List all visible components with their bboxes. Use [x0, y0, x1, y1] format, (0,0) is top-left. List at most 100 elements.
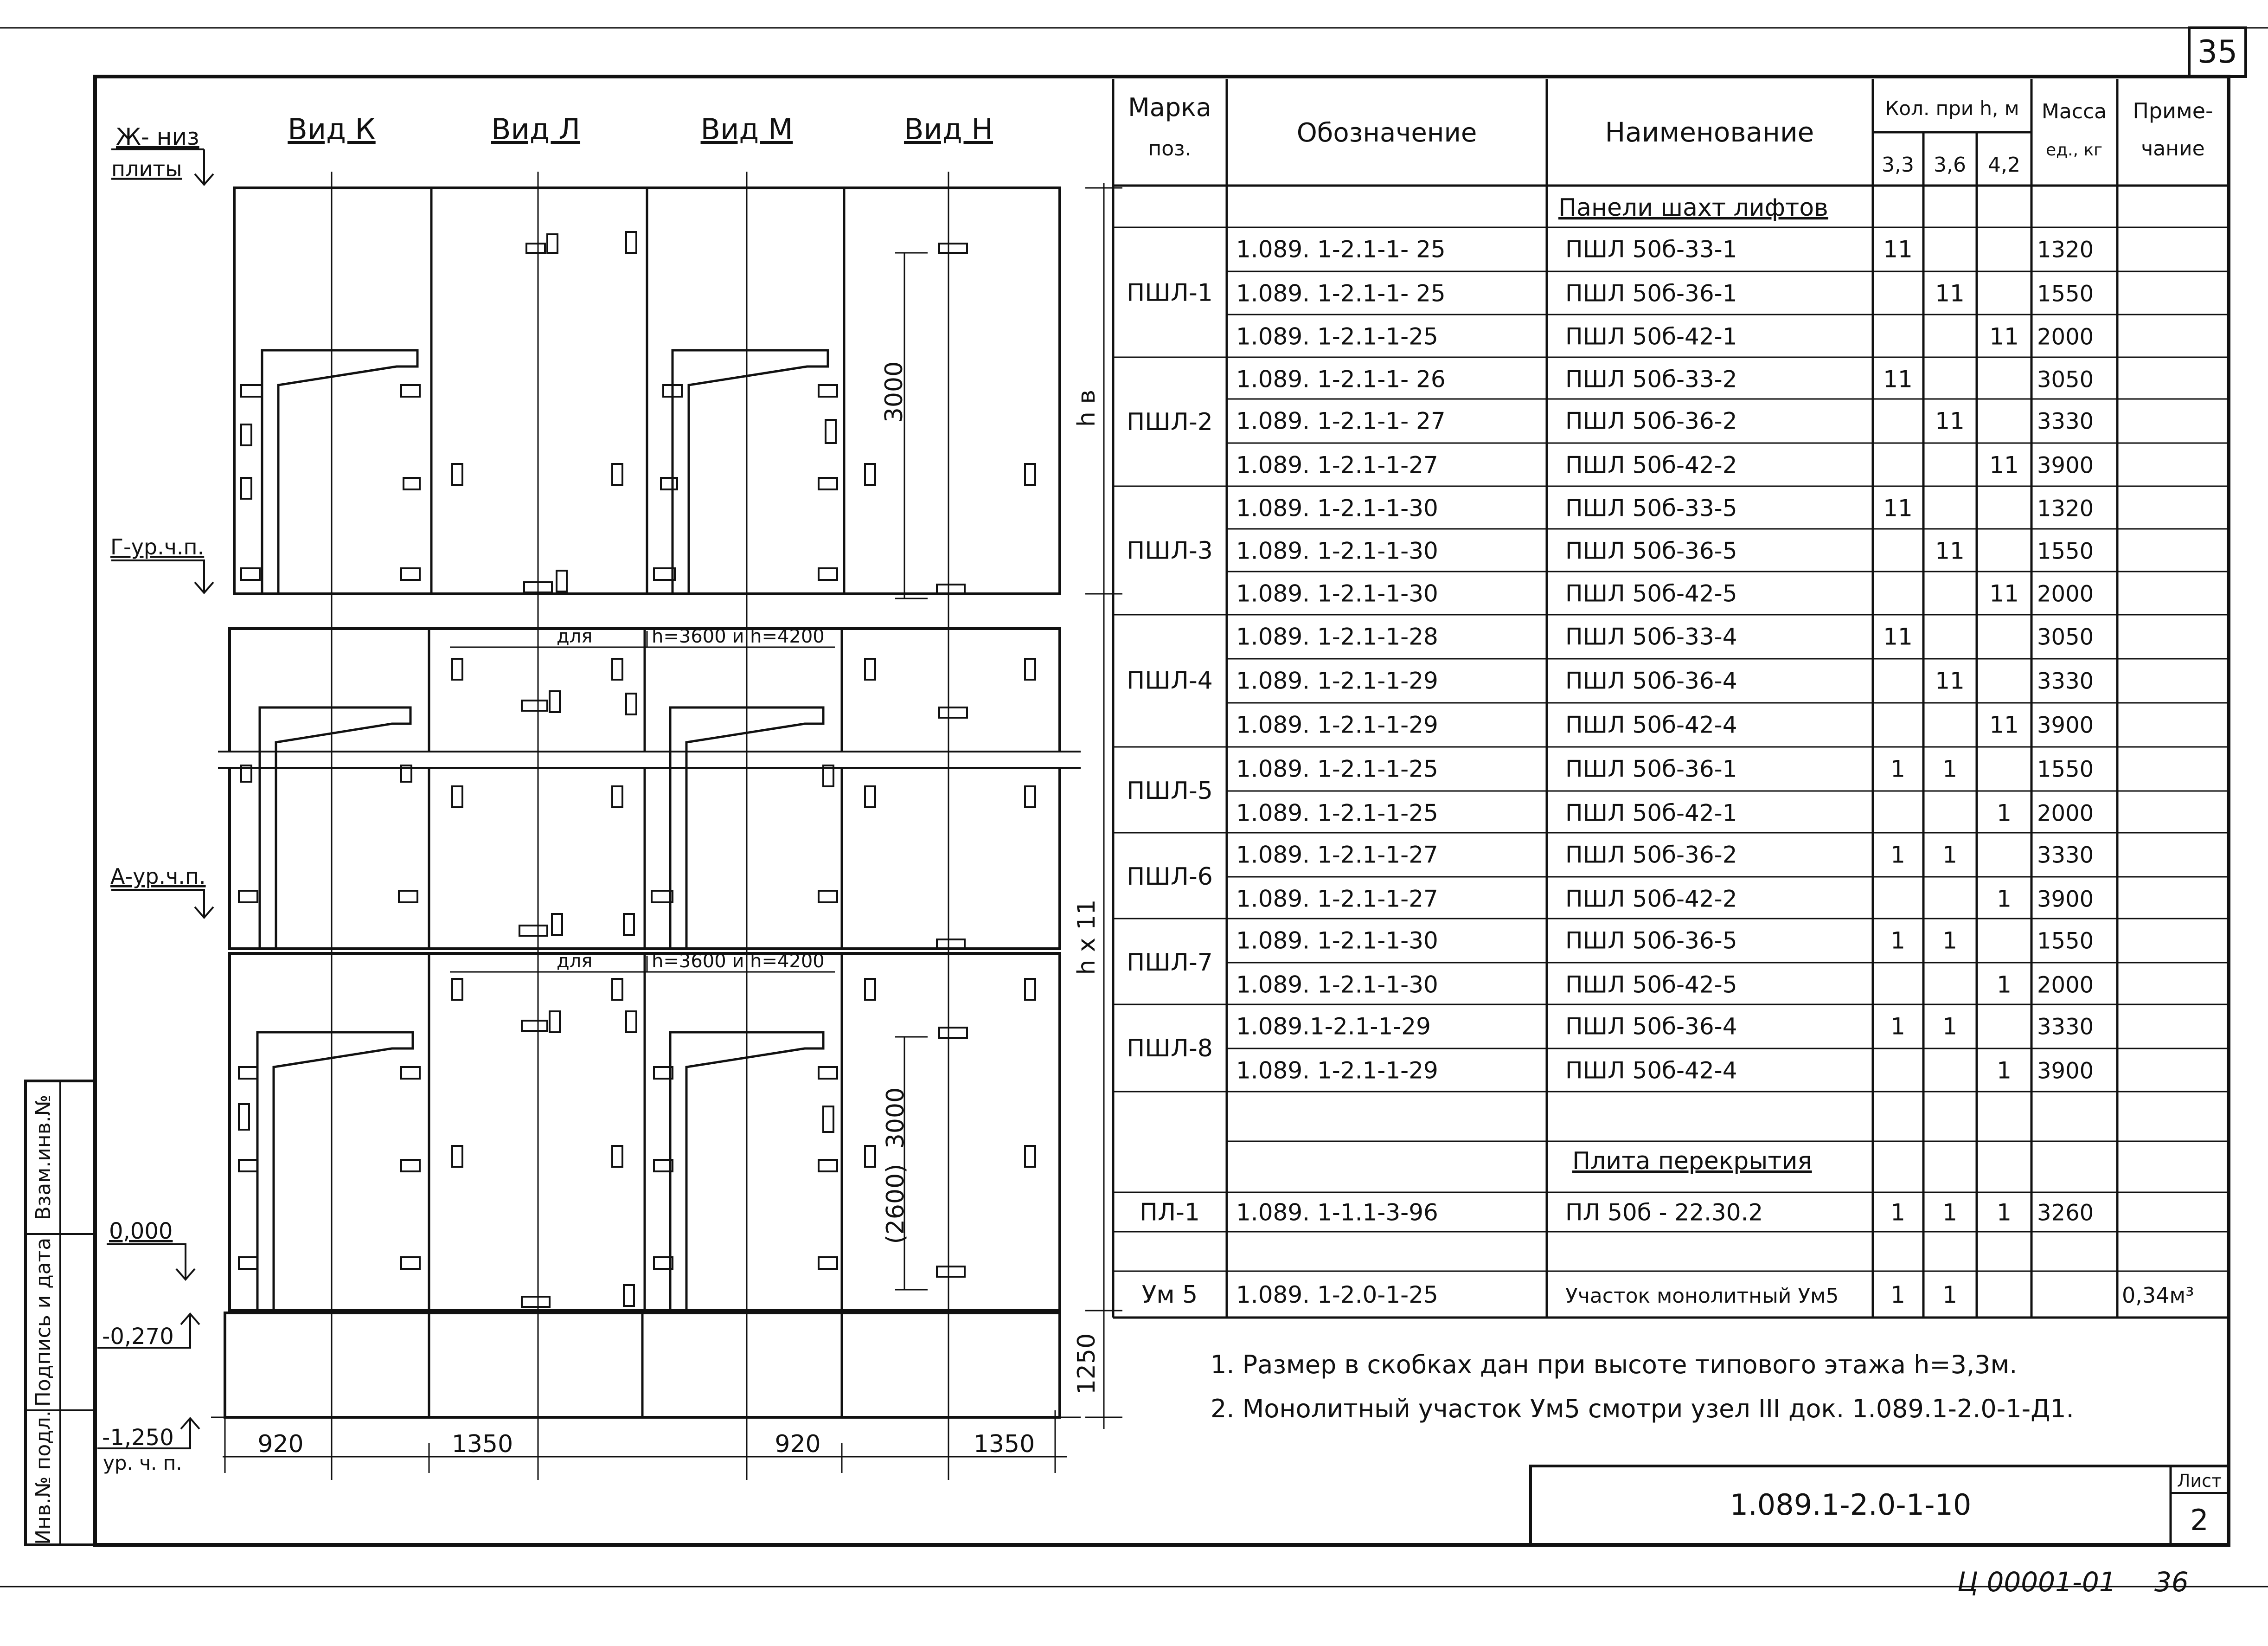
qty-h33-cell: 11 — [1883, 495, 1913, 522]
dim-3000-bottom: 3000 — [882, 1087, 910, 1149]
qty-h36-cell: 11 — [1935, 538, 1965, 565]
header-qty: Кол. при h, м — [1885, 97, 2019, 120]
dim-3000-top: 3000 — [880, 361, 908, 423]
note-1: 1. Размер в скобках дан при высоте типов… — [1211, 1350, 2017, 1379]
mark-cell: ПШЛ-6 — [1127, 863, 1213, 891]
level-a: А-ур.ч.п. — [110, 864, 206, 889]
header-name: Наименование — [1605, 116, 1814, 148]
qty-h33-cell: 11 — [1883, 366, 1913, 393]
axis-lines — [331, 172, 949, 1480]
dim-hx11: h x 11 — [1073, 900, 1101, 975]
header-h36: 3,6 — [1934, 153, 1966, 177]
section-floor-slab: Плита перекрытия — [1572, 1147, 1812, 1175]
footer-code: Ц 00001-01 — [1957, 1566, 2116, 1598]
qty-h42-cell: 11 — [1989, 712, 2019, 739]
dim-bottom-3: 920 — [775, 1430, 820, 1458]
name-cell: ПШЛ 50б-42-1 — [1565, 800, 1737, 827]
designation-cell: 1.089. 1-2.1-1-25 — [1236, 800, 1438, 827]
designation-cell: 1.089. 1-2.1-1- 26 — [1236, 366, 1446, 393]
header-mass-2: ед., кг — [2046, 141, 2102, 160]
level-m1250: -1,250 — [102, 1425, 174, 1451]
qty-h36-cell: 1 — [1942, 842, 1957, 868]
mass-cell: 2000 — [2037, 972, 2094, 998]
mass-cell: 3900 — [2037, 453, 2094, 479]
qty-h42-cell: 11 — [1989, 323, 2019, 350]
storey-block-2 — [218, 627, 1081, 950]
designation-cell: 1.089. 1-2.1-1-29 — [1236, 1057, 1438, 1084]
header-designation: Обозначение — [1297, 118, 1477, 148]
embedded-parts — [238, 231, 1036, 1308]
mark-cell: Ум 5 — [1142, 1281, 1198, 1309]
section-shaft-panels: Панели шахт лифтов — [1558, 194, 1828, 222]
stamp-inv: Инв.№ подл. — [32, 1410, 55, 1545]
qty-h33-cell: 1 — [1890, 1013, 1905, 1040]
name-cell: ПШЛ 50б-36-1 — [1565, 756, 1737, 783]
name-cell: ПШЛ 50б-36-4 — [1565, 1013, 1737, 1040]
name-cell: ПШЛ 50б-42-4 — [1565, 1057, 1737, 1084]
dim-1250: 1250 — [1073, 1333, 1101, 1395]
for-h-1-label: для — [557, 626, 592, 647]
mass-cell: 1550 — [2037, 281, 2094, 307]
mass-cell: 3330 — [2037, 842, 2094, 868]
name-cell: ПШЛ 50б-42-5 — [1565, 971, 1737, 998]
storey-block-1 — [233, 186, 1061, 595]
qty-h36-cell: 11 — [1935, 408, 1965, 435]
view-title-n: Вид Н — [904, 112, 993, 146]
header-mark-1: Марка — [1128, 93, 1211, 122]
name-cell: ПШЛ 50б-36-1 — [1565, 280, 1737, 307]
page-number: 35 — [2198, 34, 2238, 71]
mass-cell: 1550 — [2037, 928, 2094, 954]
designation-cell: 1.089. 1-2.1-1-30 — [1236, 927, 1438, 954]
name-cell: ПШЛ 50б-36-4 — [1565, 668, 1737, 694]
name-cell: ПШЛ 50б-42-2 — [1565, 886, 1737, 913]
designation-cell: 1.089. 1-2.1-1-29 — [1236, 712, 1438, 739]
qty-h42-cell: 1 — [1997, 886, 2012, 913]
footer-page: 36 — [2154, 1566, 2189, 1598]
designation-cell: 1.089. 1-2.1-1-27 — [1236, 452, 1438, 479]
header-h33: 3,3 — [1882, 153, 1914, 177]
name-cell: ПШЛ 50б-36-2 — [1565, 408, 1737, 435]
mass-cell: 3900 — [2037, 713, 2094, 739]
name-cell: ПШЛ 50б-33-2 — [1565, 366, 1737, 393]
qty-h33-cell: 1 — [1890, 842, 1905, 868]
mark-cell: ПШЛ-3 — [1127, 537, 1213, 565]
title-block: 1.089.1-2.0-1-10 Лист 2 — [1529, 1465, 2230, 1546]
designation-cell: 1.089. 1-2.1-1- 27 — [1236, 408, 1446, 435]
qty-h42-cell: 1 — [1997, 1199, 2012, 1226]
mass-cell: 1550 — [2037, 539, 2094, 565]
for-h-1-values: h=3600 и h=4200 — [652, 626, 825, 647]
mass-cell: 2000 — [2037, 801, 2094, 827]
mass-cell: 3050 — [2037, 624, 2094, 650]
name-cell: ПШЛ 50б-42-1 — [1565, 323, 1737, 350]
elevation-drawing: Вид К Вид Л Вид М Вид Н Ж- низ плиты Г-у… — [97, 112, 1122, 1480]
designation-cell: 1.089.1-2.1-1-29 — [1236, 1013, 1431, 1040]
name-cell: ПШЛ 50б-36-2 — [1565, 842, 1737, 868]
qty-h33-cell: 1 — [1890, 1199, 1905, 1226]
designation-cell: 1.089. 1-2.1-1-27 — [1236, 886, 1438, 913]
mass-cell: 1320 — [2037, 237, 2094, 263]
designation-cell: 1.089. 1-2.1-1- 25 — [1236, 236, 1446, 263]
qty-h33-cell: 1 — [1890, 927, 1905, 954]
dim-bottom-2: 1350 — [452, 1430, 513, 1458]
name-cell: ПЛ 50б - 22.30.2 — [1565, 1199, 1763, 1226]
qty-h42-cell: 1 — [1997, 800, 2012, 827]
name-cell: ПШЛ 50б-36-5 — [1565, 538, 1737, 565]
stamp-podpis: Подпись и дата — [32, 1238, 55, 1407]
header-h42: 4,2 — [1988, 153, 2020, 177]
mass-cell: 2000 — [2037, 581, 2094, 607]
mass-cell: 1550 — [2037, 757, 2094, 783]
